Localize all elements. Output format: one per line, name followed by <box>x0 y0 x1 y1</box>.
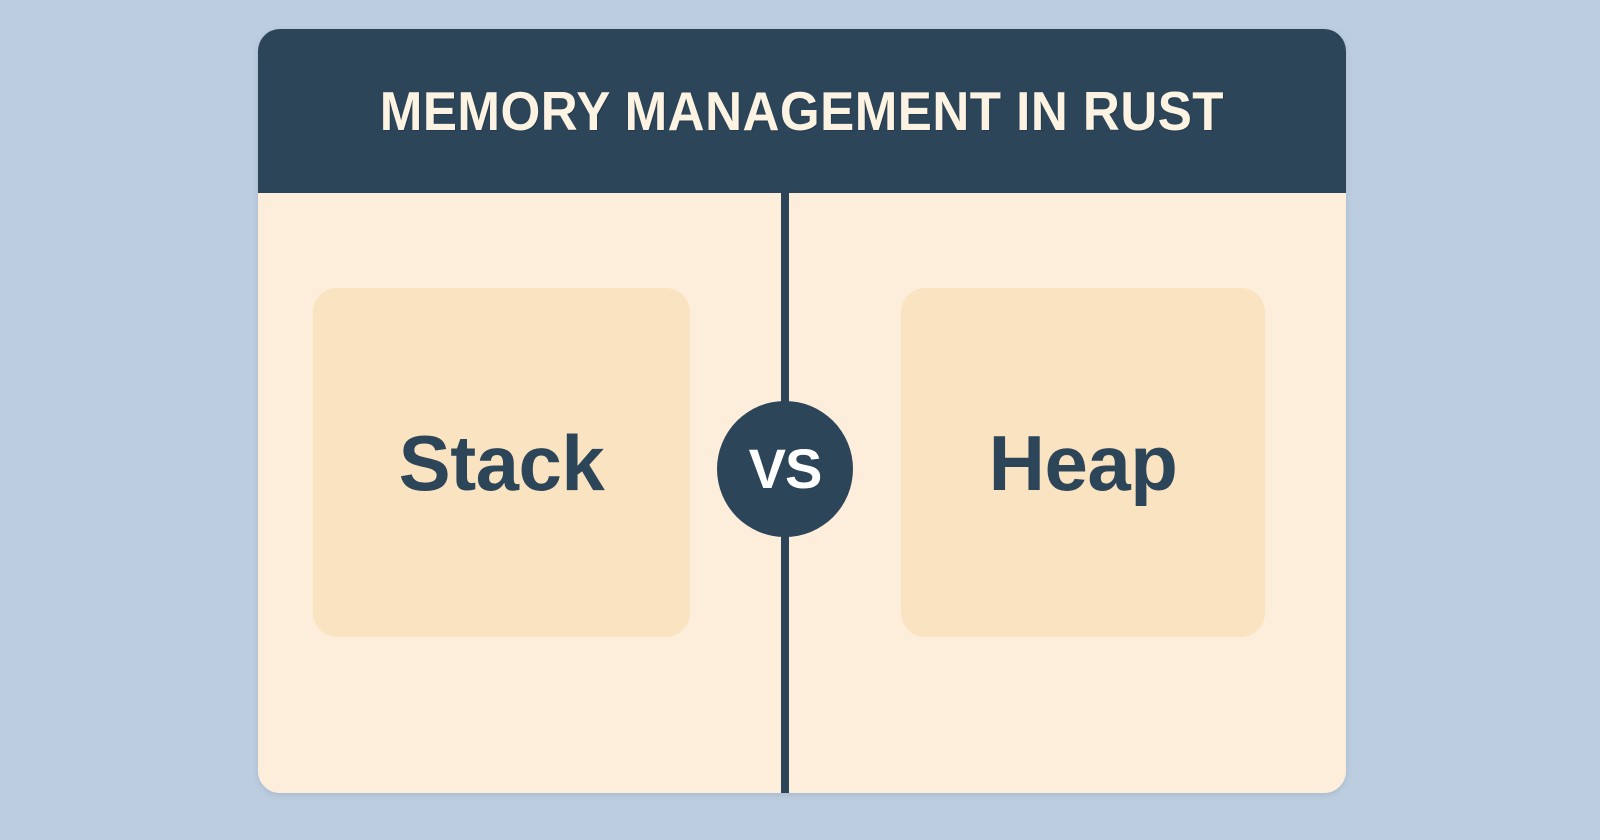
page-title: MEMORY MANAGEMENT IN RUST <box>379 79 1225 142</box>
memory-management-panel: MEMORY MANAGEMENT IN RUST Stack Heap VS <box>258 29 1346 793</box>
panel-header: MEMORY MANAGEMENT IN RUST <box>258 29 1346 193</box>
comparison-card-label: Heap <box>988 418 1178 507</box>
comparison-card-label: Stack <box>398 418 605 507</box>
comparison-card-heap[interactable]: Heap <box>901 288 1265 637</box>
comparison-card-stack[interactable]: Stack <box>313 288 690 637</box>
vs-badge-label: VS <box>748 437 823 500</box>
vs-badge: VS <box>717 401 853 537</box>
